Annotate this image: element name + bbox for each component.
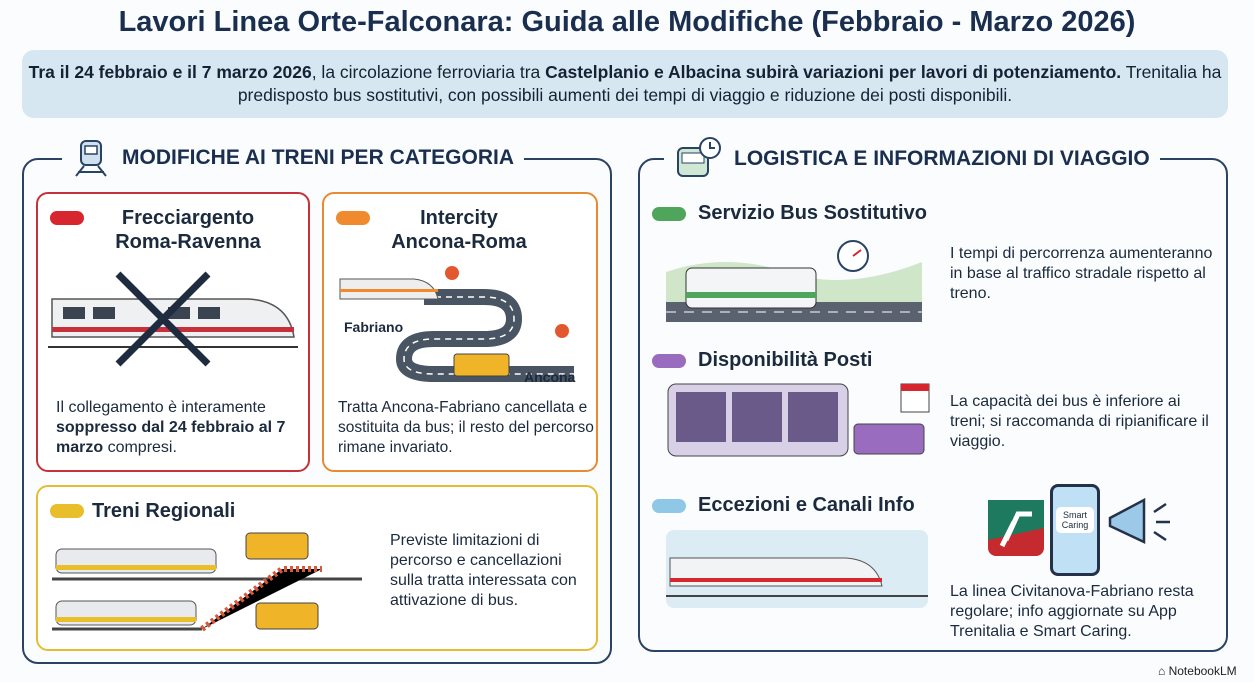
posti-title: Disponibilità Posti: [698, 349, 873, 371]
bus-route-illustration: [339, 266, 574, 382]
label-fabriano: Fabriano: [344, 319, 404, 335]
summary-text-1: , la circolazione ferroviaria tra: [311, 62, 546, 82]
section-info: Eccezioni e Canali Info: [652, 494, 915, 517]
footer-brand: ⌂ NotebookLM: [1158, 664, 1237, 678]
orange-pill-icon: [336, 211, 370, 225]
bus-text: I tempi di percorrenza aumenteranno in b…: [950, 245, 1213, 302]
train-icon: [75, 140, 107, 177]
left-panel-header: MODIFICHE AI TRENI PER CATEGORIA: [62, 138, 525, 178]
info-text: La linea Civitanova-Fabriano resta regol…: [950, 583, 1194, 640]
regular-train-illustration: [666, 530, 928, 608]
intercity-route: Ancona-Roma: [391, 231, 527, 253]
regionali-text: Previste limitazioni di percorso e cance…: [390, 532, 577, 609]
card-regionali: Treni Regionali Previste limitazioni di …: [36, 485, 598, 651]
label-ancona: Ancona: [524, 369, 576, 385]
cancelled-train-illustration: [48, 271, 298, 367]
smart-caring-label: Smart Caring: [1056, 507, 1094, 533]
lightblue-pill-icon: [652, 498, 686, 513]
left-header-text: MODIFICHE AI TRENI PER CATEGORIA: [122, 146, 515, 169]
right-header-text: LOGISTICA E INFORMAZIONI DI VIAGGIO: [734, 147, 1150, 170]
bus-clock-icon: [677, 137, 721, 177]
bus-road-illustration: [666, 240, 922, 322]
frecciargento-title: Frecciargento: [121, 207, 255, 229]
frecciargento-text: Il collegamento è interamente soppresso …: [56, 399, 286, 456]
bus-title: Servizio Bus Sostitutivo: [698, 202, 927, 224]
trenitalia-app-icon[interactable]: [988, 500, 1044, 556]
section-bus: Servizio Bus Sostitutivo: [652, 202, 927, 225]
intercity-title: Intercity: [420, 207, 498, 229]
megaphone-icon: [1108, 497, 1170, 544]
crowded-train-illustration: [667, 383, 930, 457]
intercity-text: Tratta Ancona-Fabriano cancellata e sost…: [338, 399, 594, 456]
summary-bold-1: Tra il 24 febbraio e il 7 marzo 2026: [28, 62, 312, 82]
posti-text: La capacità dei bus è inferiore ai treni…: [950, 393, 1209, 450]
section-posti: Disponibilità Posti: [652, 349, 872, 372]
right-panel-header: LOGISTICA E INFORMAZIONI DI VIAGGIO: [664, 136, 1160, 182]
green-pill-icon: [652, 206, 686, 221]
frecciargento-route: Roma-Ravenna: [115, 231, 261, 253]
yellow-pill-icon: [50, 504, 84, 518]
page-title: Lavori Linea Orte-Falconara: Guida alle …: [118, 6, 1136, 38]
regionali-title: Treni Regionali: [92, 500, 236, 522]
purple-pill-icon: [652, 353, 686, 368]
red-pill-icon: [50, 211, 84, 225]
summary-text-2: Trenitalia ha predisposto bus sostitutiv…: [237, 62, 1222, 105]
summary-bold-2: Castelplanio e Albacina subirà variazion…: [545, 62, 1122, 82]
smartphone-icon[interactable]: Smart Caring: [1050, 484, 1100, 576]
summary-box: Tra il 24 febbraio e il 7 marzo 2026, la…: [22, 50, 1228, 118]
notebooklm-label: NotebookLM: [1168, 664, 1237, 678]
regional-trains-illustration: [52, 532, 362, 632]
info-title: Eccezioni e Canali Info: [698, 494, 915, 516]
